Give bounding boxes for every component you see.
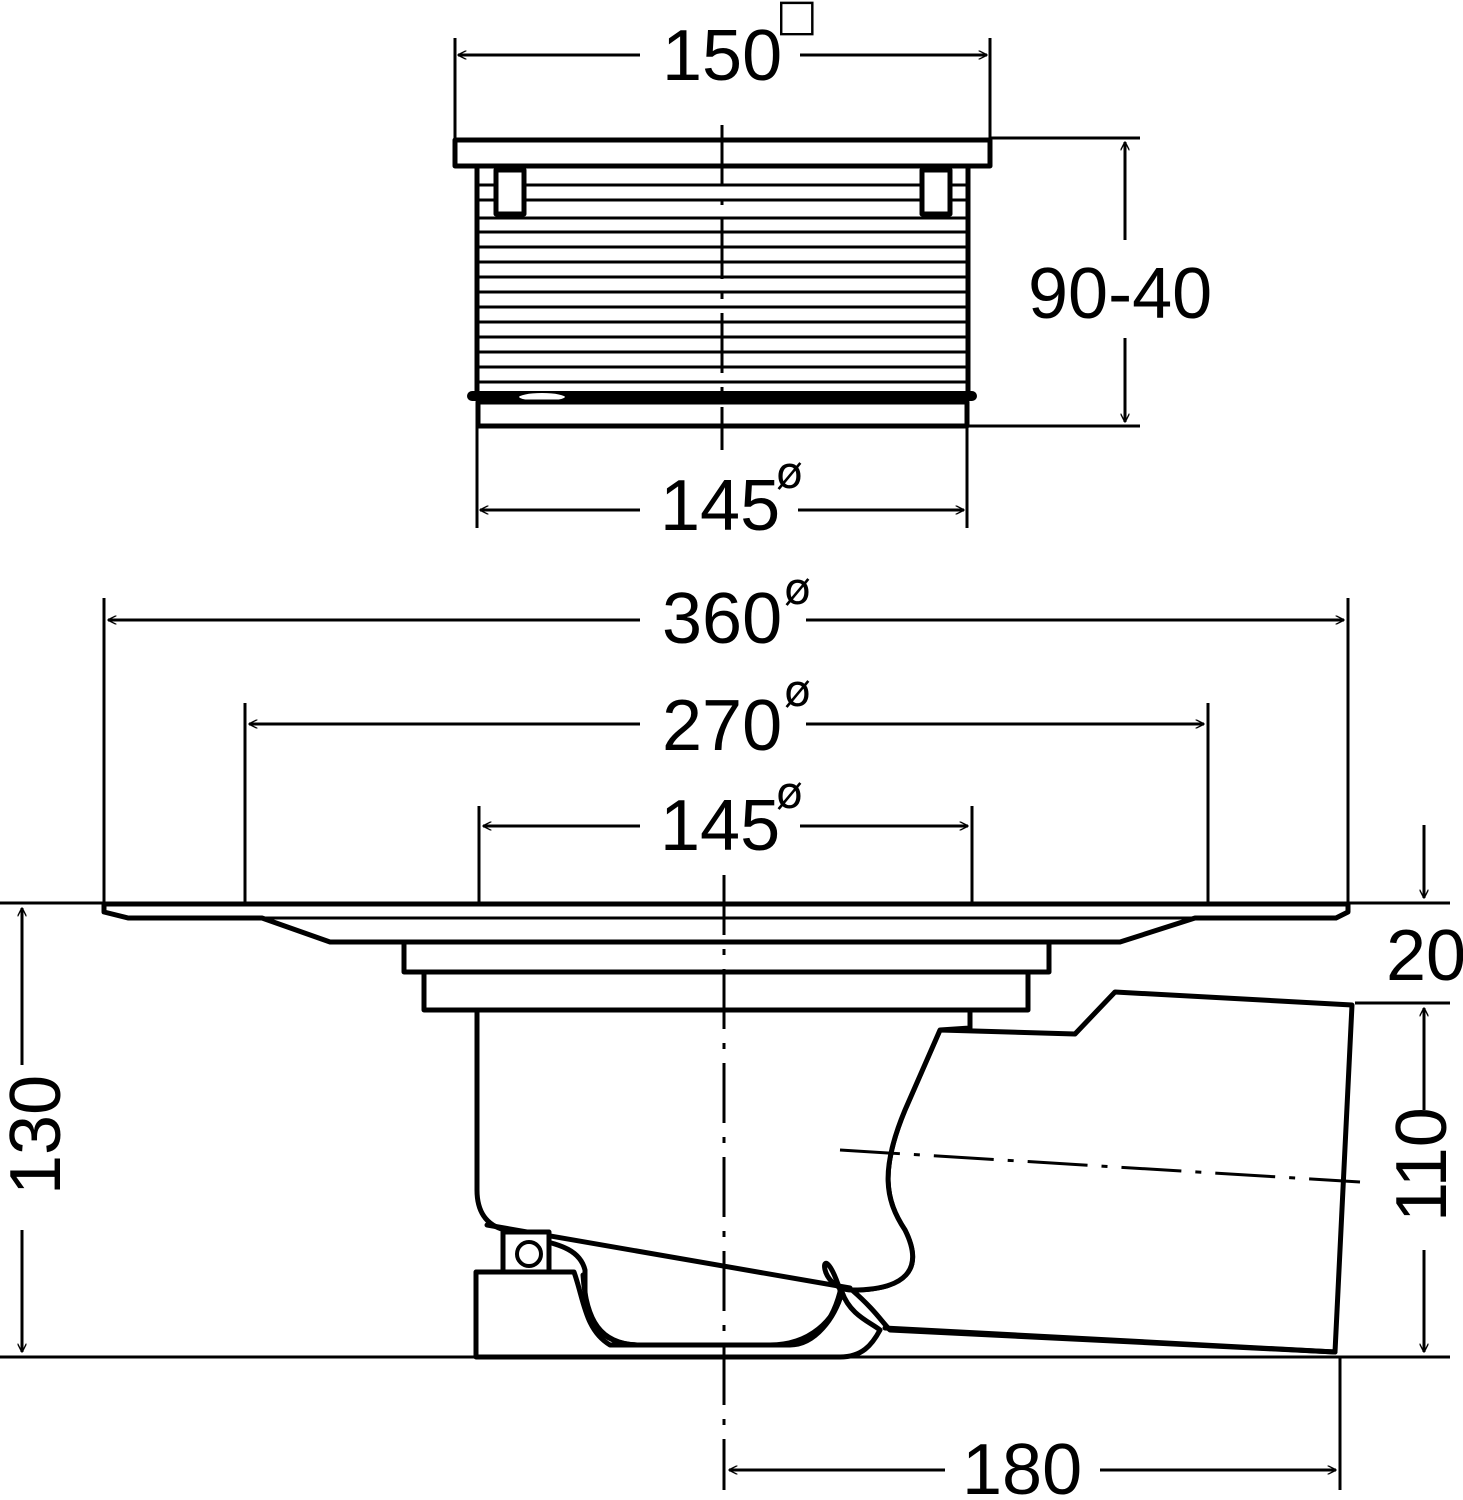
top-diameter-label: 145 [660,466,780,546]
flange-diameter-label: 270 [662,686,782,766]
diameter-symbol-4: ø [776,768,803,819]
left-clip [493,167,527,217]
ring-lower [421,969,1031,1013]
drain-body: 360 ø 270 ø 145 ø 20 110 130 180 [0,564,1463,1500]
body-diameter-label: 145 [660,786,780,866]
flange [101,901,1351,945]
outlet-centerline [839,1148,1361,1184]
diameter-symbol-1: ø [776,448,803,499]
diameter-symbol-3: ø [784,666,811,717]
outlet-offset-label: 180 [962,1430,1082,1500]
square-symbol: □ [776,0,818,41]
right-clip [919,167,953,217]
outer-diameter-label: 360 [662,579,782,659]
outlet-diameter-label: 110 [1382,1107,1462,1222]
top-height-label: 90-40 [1028,254,1212,334]
diameter-symbol-2: ø [784,564,811,615]
ring-upper [401,939,1052,975]
total-height-label: 130 [0,1075,76,1195]
flange-height-label: 20 [1386,916,1463,996]
top-width-label: 150 [662,16,782,96]
top-extension-part: 150 □ 90-40 145 ø [452,0,1212,546]
